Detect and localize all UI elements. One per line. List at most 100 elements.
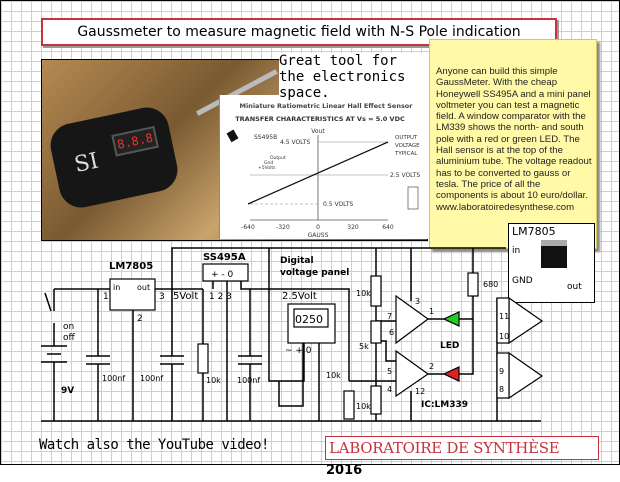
label: 2.5Volt xyxy=(282,291,317,302)
page-title: Gaussmeter to measure magnetic field wit… xyxy=(41,18,557,46)
sensor-package-icon xyxy=(226,129,239,143)
pin-gnd-label: GND xyxy=(512,276,533,286)
label: LED xyxy=(440,341,459,351)
label: voltage panel xyxy=(280,268,349,278)
label: 2 xyxy=(429,362,434,371)
regulator-package-icon xyxy=(541,240,567,268)
label: 1 xyxy=(429,307,434,316)
brand-logo: LABORATOIRE DE SYNTHÈSE xyxy=(329,439,560,457)
youtube-link[interactable]: Watch also the YouTube video! xyxy=(39,437,269,453)
chart-title: Miniature Ratiometric Linear Hall Effect… xyxy=(240,102,414,110)
label: 10k xyxy=(206,376,221,385)
pin-in-label: in xyxy=(512,246,521,256)
label: SS495A xyxy=(203,252,246,263)
x-tick-label: 0 xyxy=(316,224,320,231)
sensor-transfer-chart: Miniature Ratiometric Linear Hall Effect… xyxy=(219,95,432,239)
inset-title: LM7805 xyxy=(512,225,556,238)
comparator-1 xyxy=(395,294,430,345)
label: 9 xyxy=(499,367,504,376)
label: off xyxy=(63,333,76,343)
brand-year: 2016 xyxy=(326,463,363,478)
curve-label: TYPICAL xyxy=(394,151,418,157)
label: 12 xyxy=(415,387,425,396)
components xyxy=(109,263,544,420)
label: on xyxy=(63,322,74,332)
label: 8 xyxy=(499,385,504,394)
transfer-curve xyxy=(247,141,389,205)
led-green xyxy=(442,311,460,327)
tagline: Great tool for the electronics space. xyxy=(279,53,429,101)
x-tick-label: -320 xyxy=(276,224,290,231)
x-tick-label: 320 xyxy=(347,224,359,231)
potentiometer-5k xyxy=(370,320,382,344)
resistor-680 xyxy=(467,272,479,297)
led-red xyxy=(442,366,460,382)
level-label: 2.5 VOLTS xyxy=(390,172,420,179)
label: IC:LM339 xyxy=(421,400,468,410)
label: LM7805 xyxy=(109,261,153,272)
label: Digital xyxy=(280,256,314,266)
label: 1 2 3 xyxy=(209,292,232,302)
description-note: Anyone can build this simple GaussMeter.… xyxy=(429,39,597,249)
pin-label: Gnd xyxy=(264,160,273,166)
label: + - 0 xyxy=(211,270,234,280)
sensor-diagram-icon xyxy=(407,186,419,210)
comparator-4 xyxy=(508,351,544,400)
comparator-2 xyxy=(395,349,430,398)
level-label: 0.5 VOLTS xyxy=(323,201,353,208)
label: 5Volt xyxy=(173,291,198,302)
pin-block xyxy=(496,297,510,344)
x-tick-label: 640 xyxy=(382,224,394,231)
label: 100nf xyxy=(237,376,260,385)
lm7805-regulator xyxy=(109,278,156,311)
transfer-chart-svg: Miniature Ratiometric Linear Hall Effect… xyxy=(226,102,420,239)
resistor-10k xyxy=(197,343,209,374)
label: 4 xyxy=(387,385,392,394)
label: 5k xyxy=(359,342,369,351)
circuit-schematic: LM7805 in out 1 2 3 5Volt SS495A + - 0 1… xyxy=(41,247,544,422)
ss495a-sensor xyxy=(202,263,249,282)
label: in xyxy=(113,283,120,292)
label: 5 xyxy=(387,367,392,376)
resistor-10k-top xyxy=(370,275,382,307)
label: out xyxy=(137,283,150,292)
schematic-labels: LM7805 in out 1 2 3 5Volt SS495A + - 0 1… xyxy=(61,252,509,411)
brand-box: LABORATOIRE DE SYNTHÈSE 2016 xyxy=(325,436,599,478)
resistor-10k-mid xyxy=(343,390,355,420)
comparator-3 xyxy=(508,296,544,345)
lm7805-inset: LM7805 in GND out xyxy=(508,223,595,303)
label: 9V xyxy=(61,386,74,396)
x-axis-label: GAUSS xyxy=(308,232,329,239)
label: 10k xyxy=(356,289,371,298)
y-axis-label: Vout xyxy=(311,128,325,135)
label: 11 xyxy=(499,312,509,321)
label: 10 xyxy=(499,332,509,341)
label: 3 xyxy=(159,292,165,302)
label: 7 xyxy=(387,312,392,321)
label: 680 xyxy=(483,280,498,289)
pin-label: Output xyxy=(270,155,286,161)
resistor-10k-bot xyxy=(370,385,382,415)
pin-out-label: out xyxy=(567,282,582,292)
label: 1 xyxy=(103,292,109,302)
label: 2 xyxy=(137,314,143,324)
label: 6 xyxy=(389,328,394,337)
label: 10k xyxy=(356,402,371,411)
pin-block xyxy=(496,352,510,399)
wires xyxy=(41,247,541,422)
panel-display-value: 0250 xyxy=(295,313,323,326)
pin-label: +5Volts xyxy=(258,165,276,171)
chart-subtitle: TRANSFER CHARACTERISTICS AT Vs = 5.0 VDC xyxy=(235,115,405,123)
x-tick-label: -640 xyxy=(241,224,255,231)
panel-display xyxy=(293,308,329,328)
label: 3 xyxy=(415,297,420,306)
label: 100nf xyxy=(140,374,163,383)
curve-label: VOLTAGE xyxy=(395,143,420,149)
curve-label: OUTPUT xyxy=(395,135,418,141)
label: 100nf xyxy=(102,374,125,383)
label: ~ + 0 xyxy=(285,346,312,356)
level-label: 4.5 VOLTS xyxy=(280,139,310,146)
label: 10k xyxy=(326,371,341,380)
part-label: SS495B xyxy=(254,134,277,141)
